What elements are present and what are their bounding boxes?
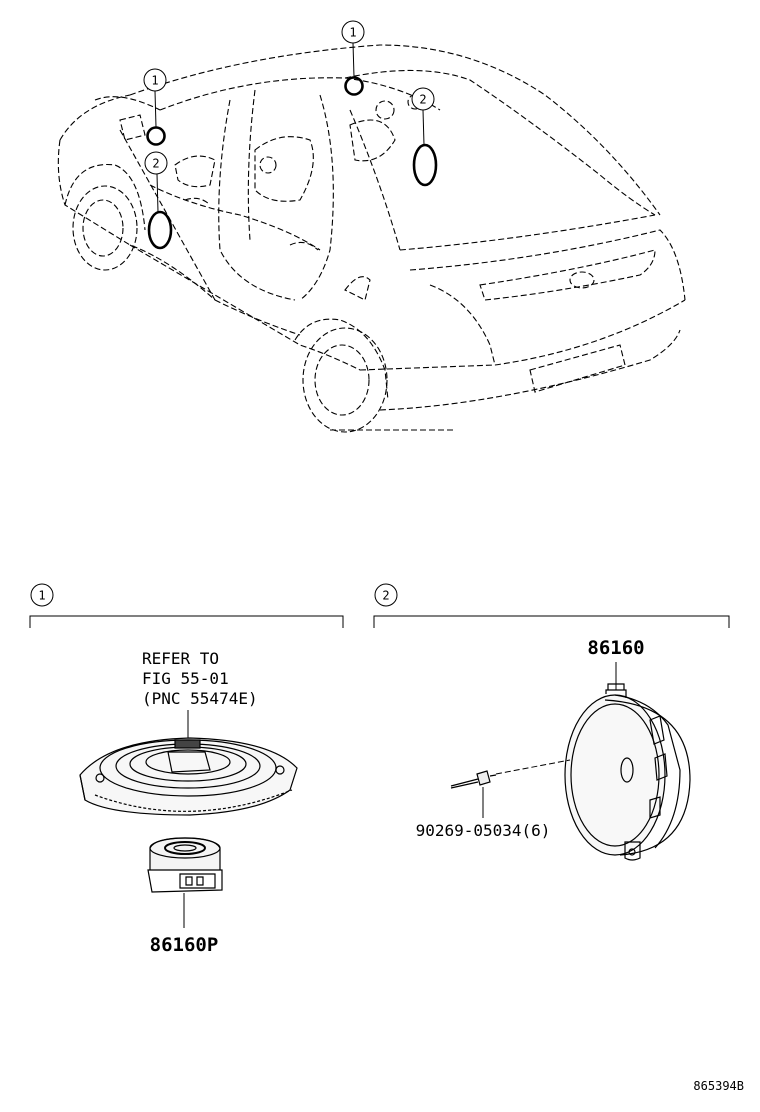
car-callout-leaders bbox=[154, 42, 425, 213]
section-2: 2 86160 90269-05034(6) bbox=[373, 583, 730, 861]
part-number-86160P: 86160P bbox=[150, 934, 219, 956]
svg-text:2: 2 bbox=[152, 157, 159, 171]
svg-text:2: 2 bbox=[382, 589, 389, 603]
part-number-86160: 86160 bbox=[587, 637, 644, 659]
car-callouts: 1 1 2 2 bbox=[143, 20, 435, 175]
section-1: 1 REFER TO FIG 55-01 (PNC 55474E) bbox=[29, 583, 344, 956]
svg-text:2: 2 bbox=[419, 93, 426, 107]
svg-text:1: 1 bbox=[151, 74, 158, 88]
tweeter-housing-drawing bbox=[79, 737, 298, 816]
refer-note-line2: FIG 55-01 bbox=[142, 669, 229, 688]
tweeter-marker-rear bbox=[344, 76, 364, 96]
figure-id: 865394B bbox=[693, 1079, 744, 1093]
speaker-marker-front-door bbox=[147, 210, 173, 250]
callout-2-rear: 2 bbox=[411, 87, 435, 111]
refer-note-line1: REFER TO bbox=[142, 649, 219, 668]
svg-text:1: 1 bbox=[38, 589, 45, 603]
section-2-callout: 2 bbox=[374, 583, 398, 607]
car-speaker-markers bbox=[146, 76, 438, 250]
car-illustration bbox=[57, 44, 686, 433]
section-1-callout: 1 bbox=[30, 583, 54, 607]
rivet-clip-drawing bbox=[450, 770, 497, 789]
section-2-bracket bbox=[373, 615, 730, 628]
part-number-90269-05034: 90269-05034(6) bbox=[416, 821, 551, 840]
tweeter-marker-front bbox=[146, 126, 166, 146]
section-1-bracket bbox=[29, 615, 344, 628]
rivet-install-line bbox=[495, 759, 571, 775]
tweeter-unit-drawing bbox=[147, 837, 223, 893]
callout-2-front: 2 bbox=[144, 151, 168, 175]
door-speaker-drawing bbox=[564, 683, 691, 861]
refer-note-line3: (PNC 55474E) bbox=[142, 689, 258, 708]
callout-1-front: 1 bbox=[143, 68, 167, 92]
svg-text:1: 1 bbox=[349, 26, 356, 40]
callout-1-rear: 1 bbox=[341, 20, 365, 44]
speaker-marker-rear-door bbox=[412, 143, 438, 187]
